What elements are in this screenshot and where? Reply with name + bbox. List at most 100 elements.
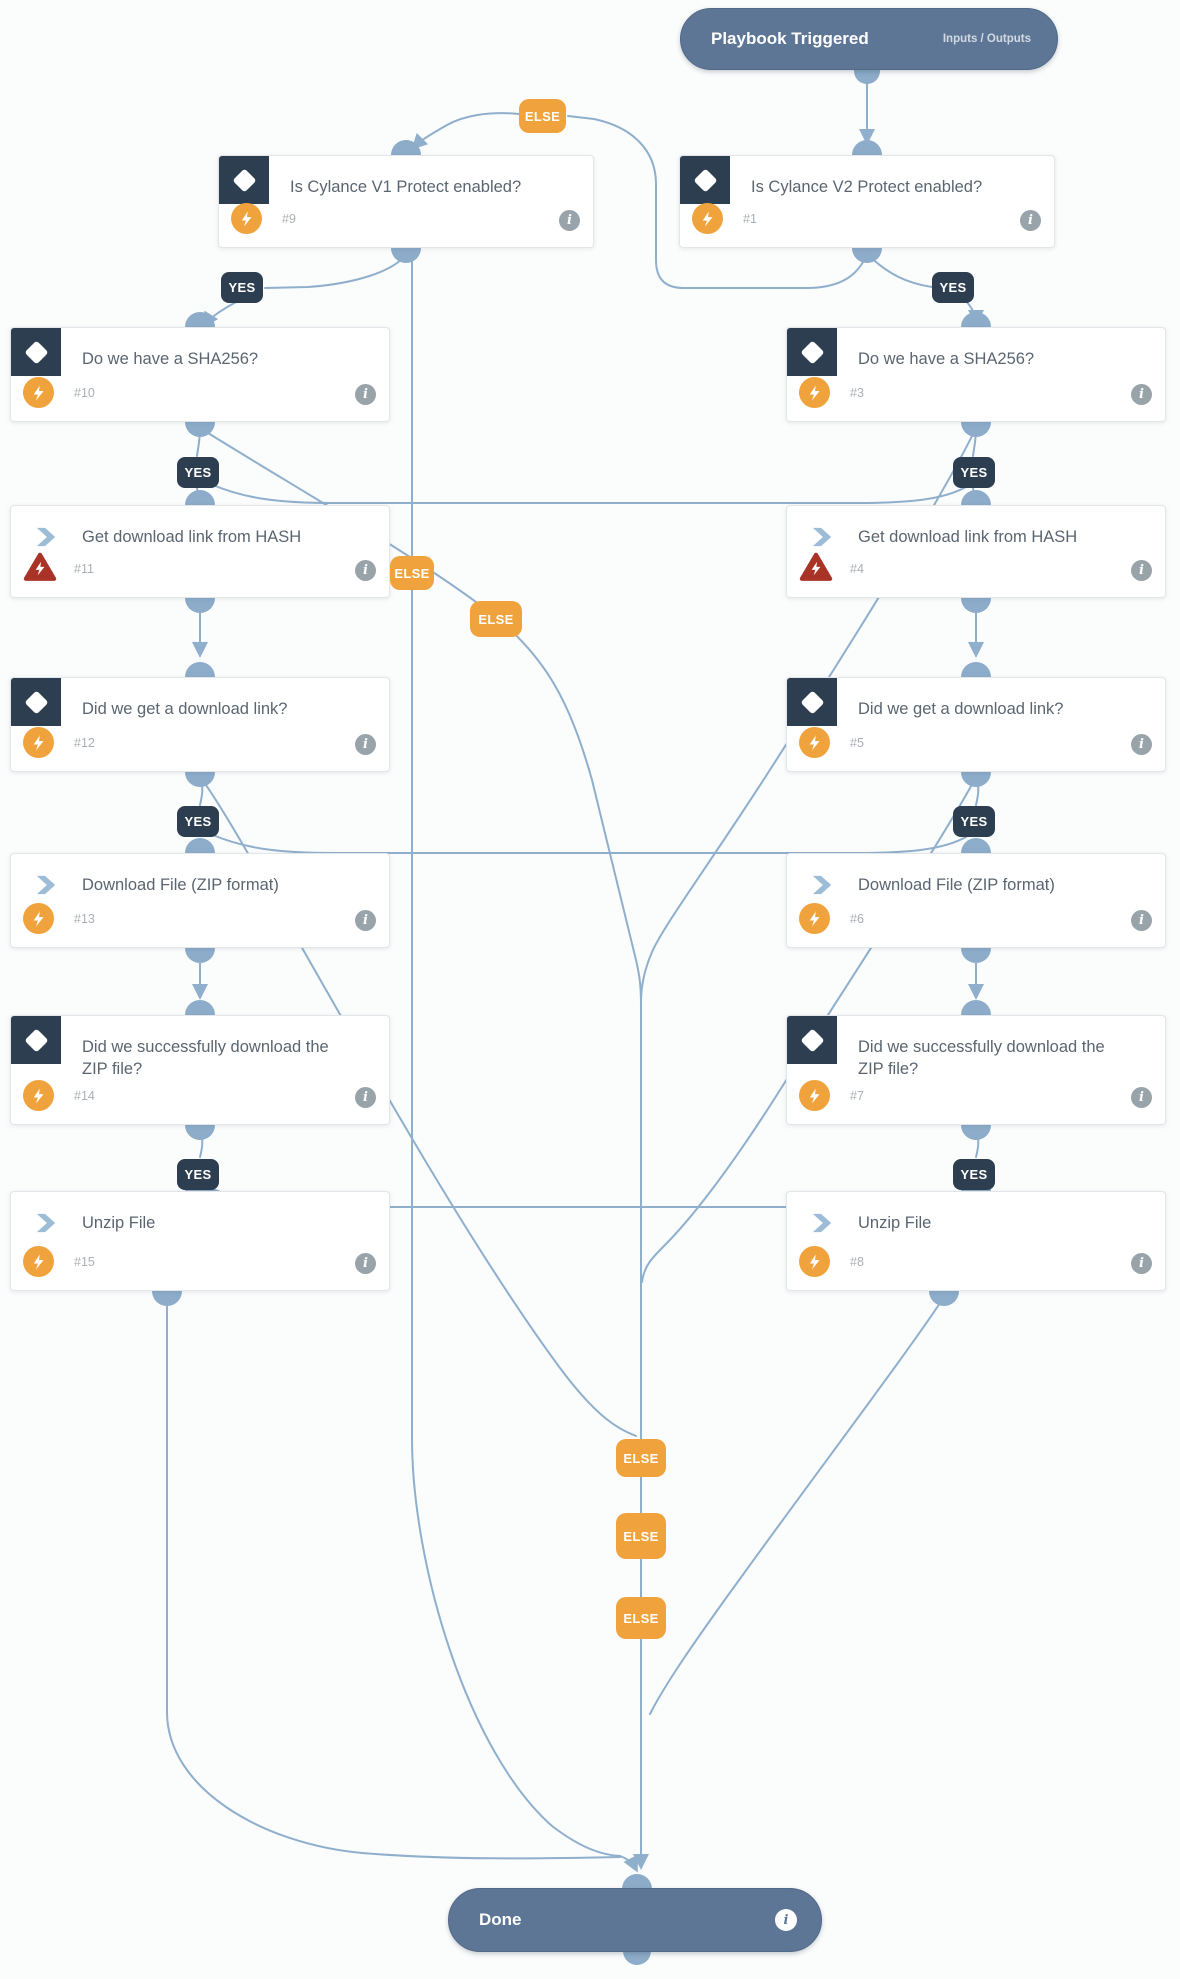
task-number: #13 xyxy=(74,912,95,926)
edge-line xyxy=(166,1296,621,1860)
else-badge: ELSE xyxy=(616,1513,666,1559)
chevron-icon xyxy=(811,1212,833,1234)
diamond-icon xyxy=(23,689,49,715)
task-card[interactable]: Is Cylance V2 Protect enabled? #1 i xyxy=(679,155,1055,248)
info-icon[interactable]: i xyxy=(1131,1253,1152,1274)
condition-icon-square xyxy=(219,156,269,204)
bolt-circle-icon xyxy=(23,903,54,934)
info-icon[interactable]: i xyxy=(559,210,580,231)
bolt-triangle-icon xyxy=(23,552,57,583)
task-number: #5 xyxy=(850,736,864,750)
task-number: #4 xyxy=(850,562,864,576)
edge-line xyxy=(199,776,637,1437)
info-icon[interactable]: i xyxy=(355,1253,376,1274)
task-title: Get download link from HASH xyxy=(858,528,1078,546)
bolt-circle-icon xyxy=(23,1080,54,1111)
yes-badge: YES xyxy=(932,272,974,303)
info-icon[interactable]: i xyxy=(1131,910,1152,931)
task-title: Is Cylance V1 Protect enabled? xyxy=(290,178,522,196)
task-card[interactable]: Did we successfully download the ZIP fil… xyxy=(10,1015,390,1125)
diamond-icon xyxy=(799,339,825,365)
bolt-circle-icon xyxy=(799,1246,830,1277)
playbook-title: Playbook Triggered xyxy=(711,29,869,48)
inputs-outputs-label[interactable]: Inputs / Outputs xyxy=(942,33,1031,45)
edge-line xyxy=(649,1296,945,1715)
info-icon[interactable]: i xyxy=(1131,560,1152,581)
edge-line xyxy=(212,484,967,504)
task-title: Get download link from HASH xyxy=(82,528,302,546)
task-title: Do we have a SHA256? xyxy=(858,350,1035,368)
info-icon[interactable]: i xyxy=(355,384,376,405)
info-icon[interactable]: i xyxy=(355,1087,376,1108)
condition-icon-square xyxy=(11,328,61,376)
else-badge: ELSE xyxy=(470,601,522,637)
info-icon[interactable]: i xyxy=(1131,734,1152,755)
task-card[interactable]: Unzip File #8 i xyxy=(786,1191,1166,1291)
bolt-circle-icon xyxy=(799,727,830,758)
chevron-icon xyxy=(811,874,833,896)
diamond-icon xyxy=(692,167,718,193)
diamond-icon xyxy=(23,339,49,365)
info-icon[interactable]: i xyxy=(775,1909,797,1931)
task-title: Did we successfully download the ZIP fil… xyxy=(858,1038,1105,1078)
task-number: #1 xyxy=(743,212,757,226)
yes-badge: YES xyxy=(177,1159,219,1190)
else-badge: ELSE xyxy=(616,1439,666,1477)
chevron-icon xyxy=(35,1212,57,1234)
diamond-icon xyxy=(799,689,825,715)
task-number: #12 xyxy=(74,736,95,750)
bolt-circle-icon xyxy=(799,1080,830,1111)
task-number: #6 xyxy=(850,912,864,926)
playbook-triggered-node[interactable]: Playbook Triggered Inputs / Outputs xyxy=(680,8,1058,70)
done-title: Done xyxy=(479,1910,522,1929)
task-number: #8 xyxy=(850,1255,864,1269)
task-card[interactable]: Get download link from HASH #11 i xyxy=(10,505,390,598)
task-title: Unzip File xyxy=(858,1214,932,1232)
task-number: #3 xyxy=(850,386,864,400)
info-icon[interactable]: i xyxy=(355,910,376,931)
edge-line xyxy=(567,115,868,289)
bolt-circle-icon xyxy=(231,203,262,234)
yes-badge: YES xyxy=(221,272,263,303)
condition-icon-square xyxy=(787,328,837,376)
bolt-circle-icon xyxy=(23,727,54,758)
task-card[interactable]: Did we successfully download the ZIP fil… xyxy=(786,1015,1166,1125)
bolt-circle-icon xyxy=(23,377,54,408)
info-icon[interactable]: i xyxy=(1131,1087,1152,1108)
task-title: Unzip File xyxy=(82,1214,156,1232)
task-card[interactable]: Do we have a SHA256? #3 i xyxy=(786,327,1166,422)
info-icon[interactable]: i xyxy=(1020,210,1041,231)
task-title: Is Cylance V2 Protect enabled? xyxy=(751,178,983,196)
task-title: Download File (ZIP format) xyxy=(82,876,279,894)
done-node[interactable]: Done i xyxy=(448,1888,822,1952)
condition-icon-square xyxy=(787,1016,837,1064)
yes-badge: YES xyxy=(953,457,995,488)
task-card[interactable]: Is Cylance V1 Protect enabled? #9 i xyxy=(218,155,594,248)
task-number: #7 xyxy=(850,1089,864,1103)
yes-badge: YES xyxy=(177,806,219,837)
task-number: #11 xyxy=(74,562,94,576)
yes-badge: YES xyxy=(953,806,995,837)
task-number: #14 xyxy=(74,1089,95,1103)
edge-line xyxy=(411,112,520,150)
else-badge: ELSE xyxy=(390,556,434,590)
info-icon[interactable]: i xyxy=(355,734,376,755)
task-card[interactable]: Get download link from HASH #4 i xyxy=(786,505,1166,598)
condition-icon-square xyxy=(787,678,837,726)
condition-icon-square xyxy=(11,1016,61,1064)
info-icon[interactable]: i xyxy=(355,560,376,581)
chevron-icon xyxy=(35,526,57,548)
info-icon[interactable]: i xyxy=(1131,384,1152,405)
task-card[interactable]: Download File (ZIP format) #13 i xyxy=(10,853,390,948)
task-title: Did we successfully download the ZIP fil… xyxy=(82,1038,329,1078)
task-title: Download File (ZIP format) xyxy=(858,876,1055,894)
task-card[interactable]: Download File (ZIP format) #6 i xyxy=(786,853,1166,948)
diamond-icon xyxy=(231,167,257,193)
condition-icon-square xyxy=(11,678,61,726)
task-number: #9 xyxy=(282,212,296,226)
